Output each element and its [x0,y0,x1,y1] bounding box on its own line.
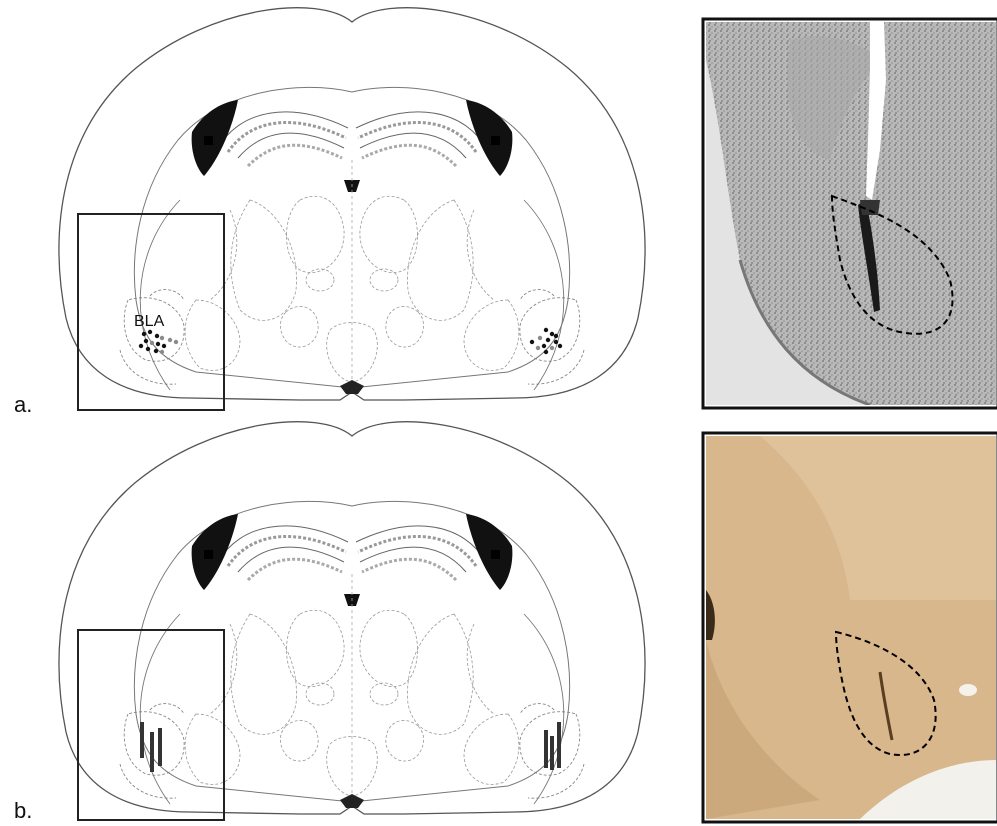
bla-label: BLA [134,313,165,330]
cannula-tracks-left [140,722,162,772]
injection-dots-right [530,328,562,354]
cannula-tracks-right [544,722,561,770]
bla-inset-box-a [78,214,224,410]
histology-photo-a [703,19,997,408]
histology-photo-b [703,433,997,822]
